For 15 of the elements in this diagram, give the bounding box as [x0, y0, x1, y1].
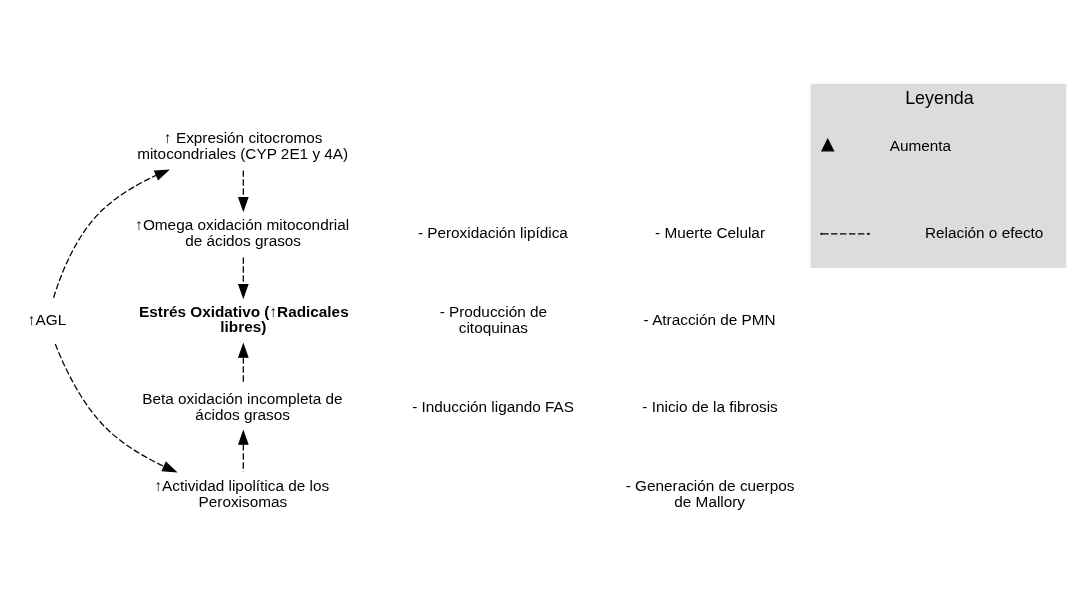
node-text: Estrés Oxidativo (↑Radicales libres)	[139, 302, 349, 335]
legend-label: Relación o efecto	[924, 223, 1044, 241]
node-text: ↑Omega oxidación mitocondrial de ácidos grasos	[135, 215, 350, 250]
label: - Inducción ligando FAS	[412, 397, 575, 415]
label: - Atracción de PMN	[643, 310, 776, 328]
label: - Muerte Celular	[655, 223, 766, 241]
legend-label: Aumenta	[889, 136, 952, 154]
label: - Inicio de la fibrosis	[642, 397, 778, 415]
label: - Producción de citoquinas	[439, 302, 547, 337]
label: - Peroxidación lipídica	[417, 223, 568, 241]
node-text: ↑ Expresión citocromos mitocondriales (CYP 2E1 y 4A)	[137, 128, 349, 163]
node-text: Beta oxidación incompleta de ácidos grasos	[142, 389, 343, 424]
node-text: ↑Actividad lipolítica de los Peroxisomas	[154, 476, 330, 511]
node-text: ↑AGL	[27, 310, 67, 328]
label: - Generación de cuerpos de Mallory	[625, 476, 795, 511]
